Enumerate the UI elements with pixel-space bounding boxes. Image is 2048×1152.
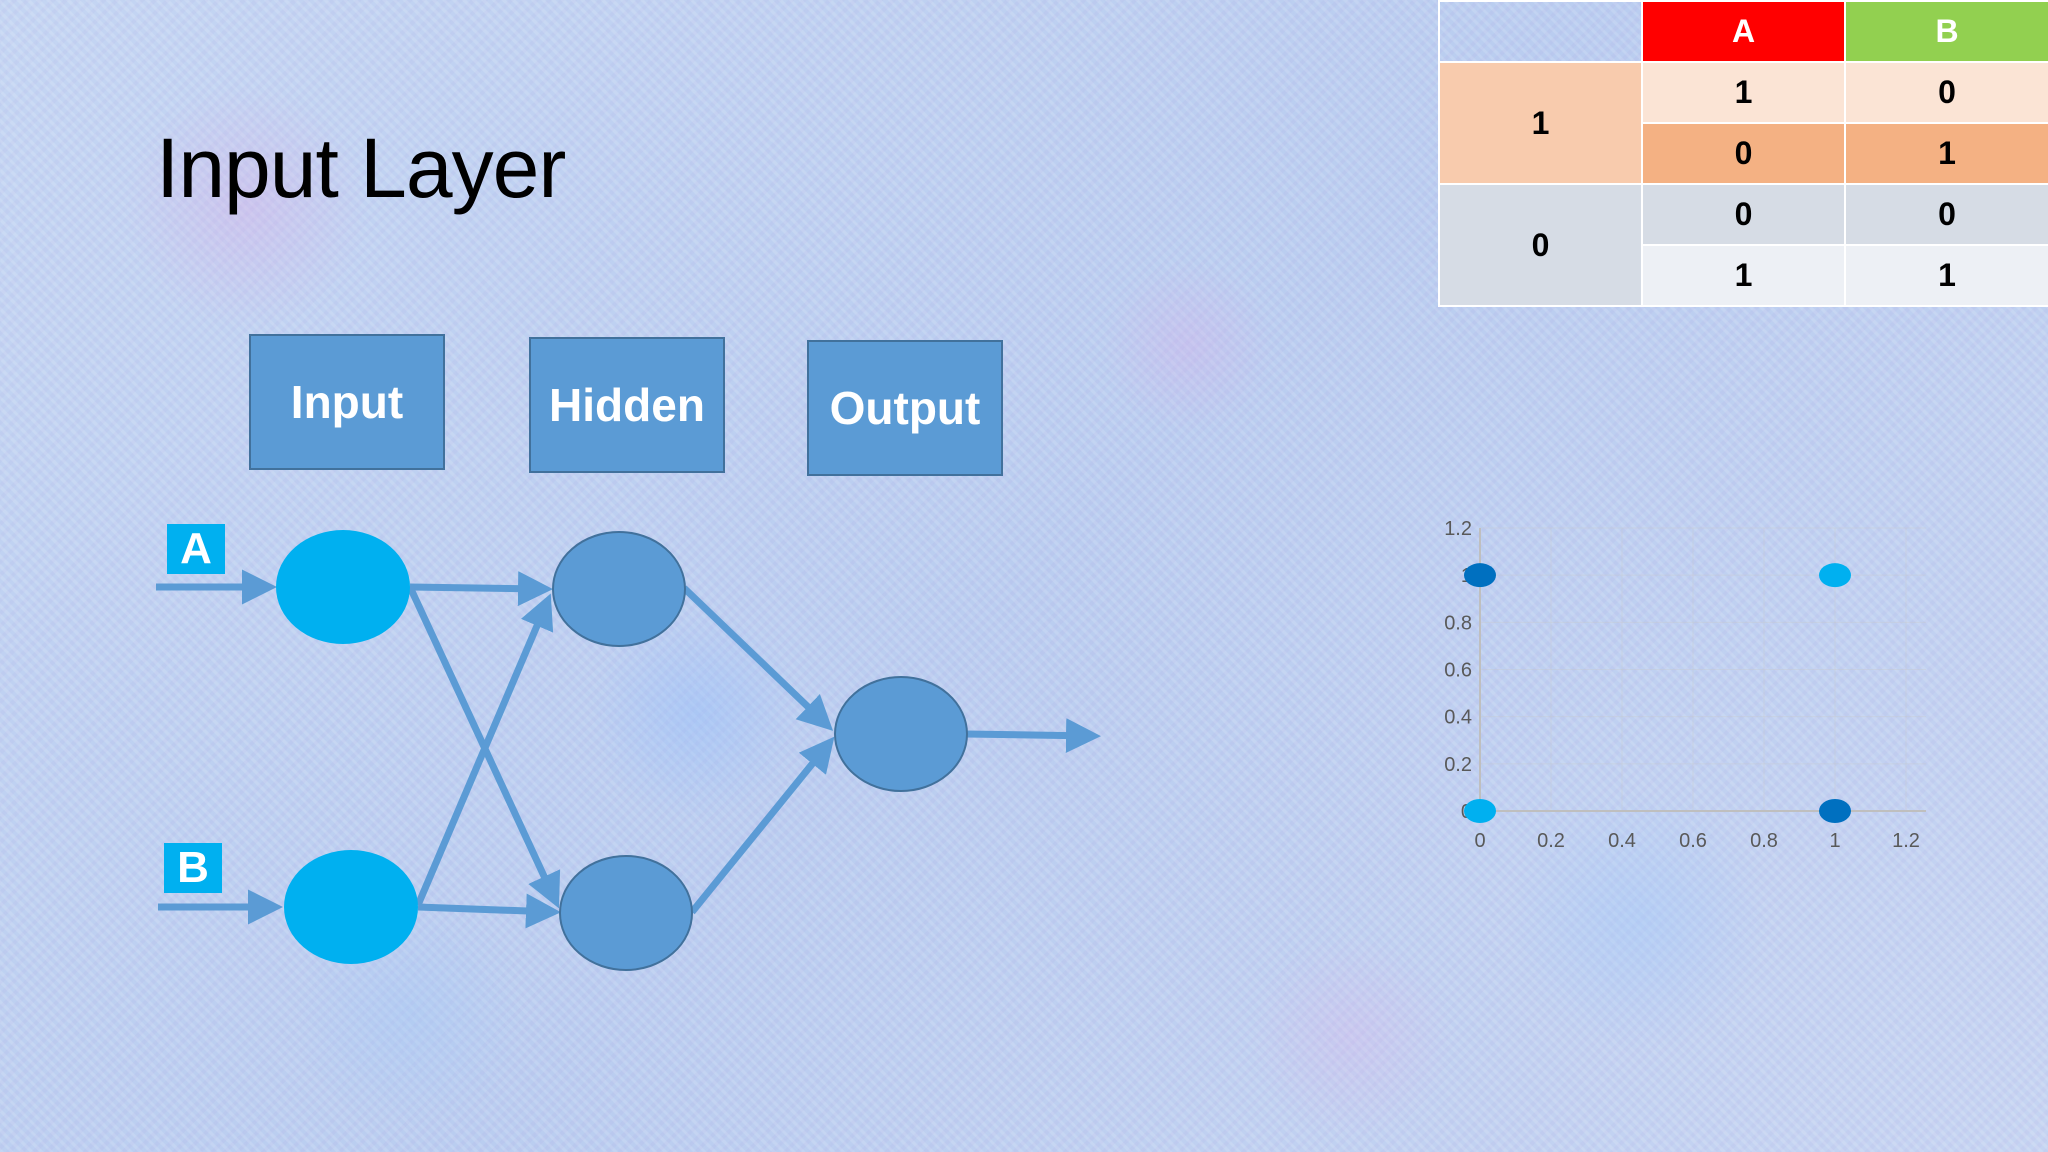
- table-cell: 1: [1641, 61, 1846, 124]
- table-cell: 1: [1844, 122, 2048, 185]
- input-b-label: B: [164, 843, 222, 893]
- arrow-out: [965, 718, 1101, 754]
- scatter-point: [1464, 563, 1496, 588]
- scatter-chart: 00.20.40.60.811.200.20.40.60.811.2: [1444, 518, 1926, 852]
- table-cell: 0: [1844, 61, 2048, 124]
- edge-a-h1: [409, 571, 553, 607]
- y-tick-label: 0.2: [1444, 754, 1472, 776]
- output-node: [834, 676, 968, 792]
- table-row: 1 1: [1439, 244, 2048, 307]
- x-tick-label: 0.8: [1750, 830, 1778, 852]
- input-layer-box: Input: [249, 334, 445, 470]
- table-header-a: A: [1641, 0, 1846, 63]
- x-tick-label: 0: [1474, 830, 1485, 852]
- x-tick-label: 0.2: [1537, 830, 1565, 852]
- x-tick-label: 1: [1829, 830, 1840, 852]
- x-tick-label: 0.4: [1608, 830, 1636, 852]
- table-cell: 0: [1844, 183, 2048, 246]
- group-label-1: 1: [1438, 61, 1643, 185]
- table-cell: 1: [1641, 244, 1846, 307]
- table-cell: 1: [1844, 244, 2048, 307]
- table-row: 0 1: [1439, 122, 2048, 185]
- edge-b-h2: [417, 893, 561, 929]
- table-cell: 0: [1641, 122, 1846, 185]
- table-cell: 0: [1641, 183, 1846, 246]
- x-tick-label: 1.2: [1892, 830, 1920, 852]
- y-tick-label: 0.6: [1444, 660, 1472, 682]
- hidden-layer-box: Hidden: [529, 337, 725, 473]
- table-header-row: A B: [1438, 0, 2048, 63]
- scatter-point: [1464, 799, 1496, 823]
- hidden-node-1: [552, 531, 686, 647]
- edge-b-h1: [414, 593, 554, 907]
- input-a-label: A: [167, 524, 225, 574]
- table-header-b: B: [1844, 0, 2048, 63]
- scatter-point: [1819, 563, 1851, 588]
- hidden-layer-label: Hidden: [549, 379, 705, 431]
- output-layer-label: Output: [829, 382, 981, 434]
- scatter-point: [1819, 799, 1851, 823]
- input-node-b: [284, 850, 418, 964]
- table-row: 0 0 0: [1438, 183, 2048, 307]
- input-layer-label: Input: [290, 376, 404, 428]
- edge-h1-out: [681, 585, 834, 731]
- network-diagram: [156, 530, 1101, 971]
- slide-title: Input Layer: [156, 121, 566, 215]
- y-tick-label: 1.2: [1444, 518, 1472, 540]
- edge-h2-out: [689, 736, 835, 915]
- truth-table: A B 1 1 0 0 1 0 0 0 1 1: [1438, 0, 2048, 307]
- y-tick-label: 0.4: [1444, 707, 1472, 729]
- input-node-a: [276, 530, 410, 644]
- x-tick-label: 0.6: [1679, 830, 1707, 852]
- output-layer-box: Output: [807, 340, 1003, 476]
- y-tick-label: 0.8: [1444, 612, 1472, 634]
- hidden-node-2: [559, 855, 693, 971]
- table-row: 1 1 0: [1438, 61, 2048, 185]
- table-header-blank: [1438, 0, 1643, 63]
- group-label-0: 0: [1438, 183, 1643, 307]
